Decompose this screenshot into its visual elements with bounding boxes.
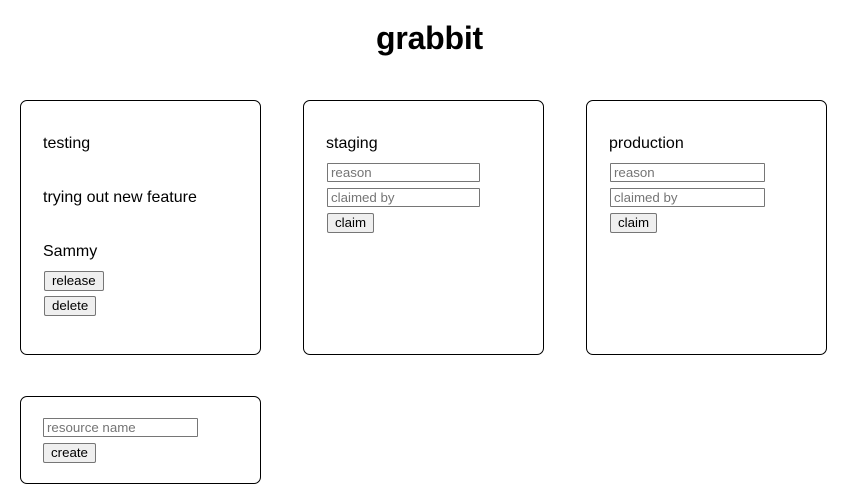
resource-card-list: testing trying out new feature Sammy rel… xyxy=(20,100,827,355)
resource-name-testing: testing xyxy=(43,135,91,152)
claimed-by-input-staging[interactable] xyxy=(327,188,480,207)
create-resource-card: create xyxy=(20,396,261,484)
resource-name-staging: staging xyxy=(326,135,378,152)
reason-input-staging[interactable] xyxy=(327,163,480,182)
resource-card-production: production claim xyxy=(586,100,827,355)
claim-button-production[interactable]: claim xyxy=(610,213,658,233)
resource-name-input[interactable] xyxy=(43,418,198,437)
resource-claimed-by-testing: Sammy xyxy=(43,243,98,260)
delete-button[interactable]: delete xyxy=(44,296,97,316)
resource-name-production: production xyxy=(609,135,684,152)
claimed-by-input-production[interactable] xyxy=(610,188,765,207)
resource-actions-testing: release delete xyxy=(43,271,242,316)
reason-input-production[interactable] xyxy=(610,163,765,182)
release-button[interactable]: release xyxy=(44,271,104,291)
resource-card-body: production claim xyxy=(609,135,808,238)
claim-button-staging[interactable]: claim xyxy=(327,213,375,233)
create-button[interactable]: create xyxy=(43,443,96,463)
resource-card-staging: staging claim xyxy=(303,100,544,355)
resource-card-testing: testing trying out new feature Sammy rel… xyxy=(20,100,261,355)
resource-card-body: testing trying out new feature Sammy rel… xyxy=(43,135,242,321)
resource-card-body: staging claim xyxy=(326,135,525,238)
create-resource-form: create xyxy=(42,418,198,468)
page-title: grabbit xyxy=(375,20,484,56)
resource-reason-testing: trying out new feature xyxy=(43,189,197,206)
